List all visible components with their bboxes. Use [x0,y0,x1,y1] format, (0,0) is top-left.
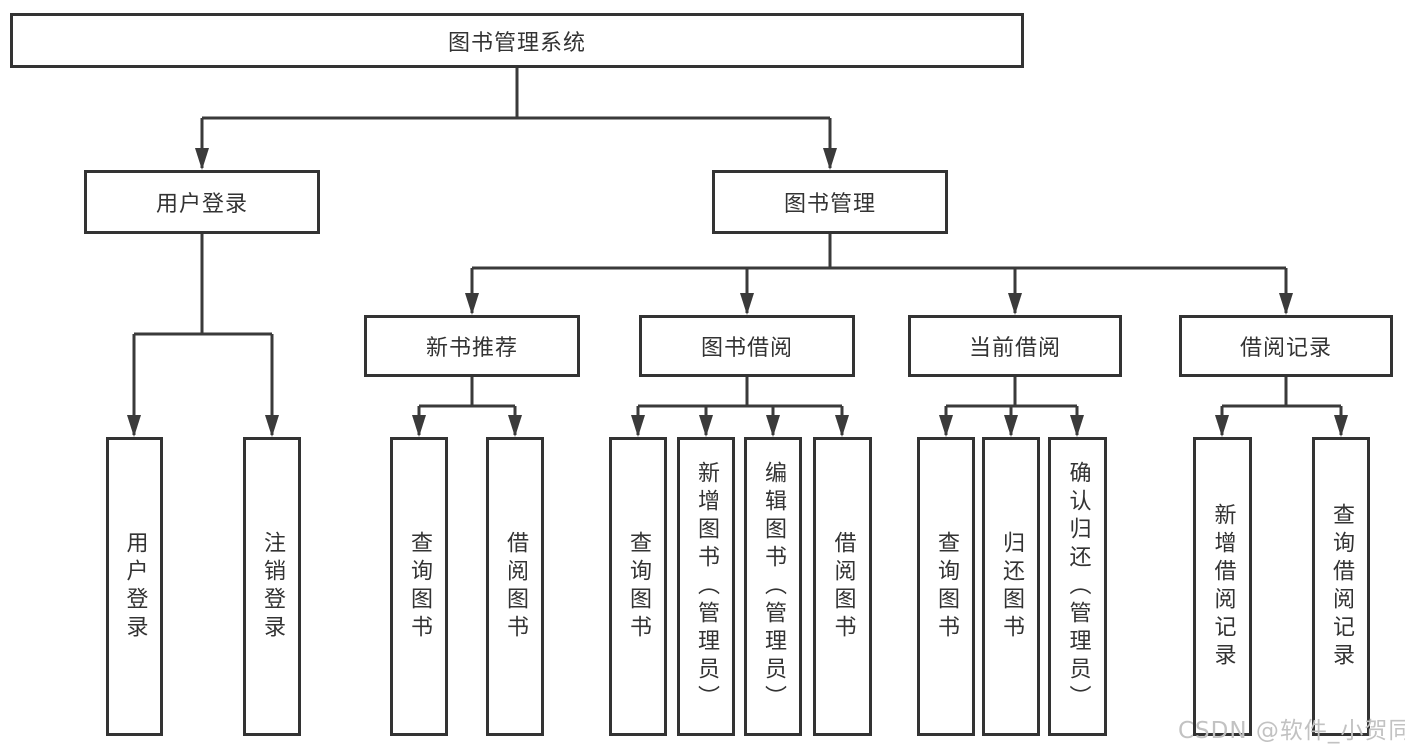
node-current-borrowing: 当前借阅 [908,315,1122,377]
leaf-add-book-admin: 新增图书（管理员） [677,437,735,736]
node-library-system: 图书管理系统 [10,13,1024,68]
node-borrowing-records: 借阅记录 [1179,315,1393,377]
leaf-add-book-admin-label: 新增图书（管理员） [694,460,719,713]
node-new-book-recommendation: 新书推荐 [364,315,580,377]
leaf-borrow-books: 借阅图书 [813,437,872,736]
leaf-return-books-label: 归还图书 [999,530,1024,643]
leaf-confirm-return-admin-label: 确认归还（管理员） [1065,460,1091,713]
watermark-text: CSDN @软件_小贺同学 [1178,718,1405,744]
leaf-borrow-books-label: 借阅图书 [830,530,856,643]
leaf-query-books-borrowing-label: 查询图书 [626,530,651,643]
leaf-query-borrow-record-label: 查询借阅记录 [1329,502,1354,671]
leaf-logout: 注销登录 [243,437,301,736]
leaf-add-borrow-record-label: 新增借阅记录 [1210,502,1236,671]
leaf-query-borrow-record: 查询借阅记录 [1312,437,1370,736]
leaf-return-books: 归还图书 [982,437,1040,736]
leaf-query-books-borrowing: 查询图书 [609,437,667,736]
leaf-confirm-return-admin: 确认归还（管理员） [1048,437,1107,736]
leaf-borrow-books-recommend-label: 借阅图书 [503,530,528,643]
leaf-user-login-label: 用户登录 [122,530,148,643]
node-book-management: 图书管理 [712,170,948,234]
leaf-borrow-books-recommend: 借阅图书 [486,437,544,736]
leaf-edit-book-admin-label: 编辑图书（管理员） [761,460,786,713]
leaf-query-books-recommend: 查询图书 [390,437,448,736]
leaf-logout-label: 注销登录 [260,530,285,643]
leaf-query-books-current-label: 查询图书 [934,530,959,643]
node-book-borrowing: 图书借阅 [639,315,855,377]
node-user-login: 用户登录 [84,170,320,234]
arrowheads [127,148,1348,437]
leaf-edit-book-admin: 编辑图书（管理员） [744,437,802,736]
leaf-user-login: 用户登录 [106,437,163,736]
leaf-add-borrow-record: 新增借阅记录 [1193,437,1252,736]
leaf-query-books-recommend-label: 查询图书 [407,530,432,643]
leaf-query-books-current: 查询图书 [917,437,975,736]
